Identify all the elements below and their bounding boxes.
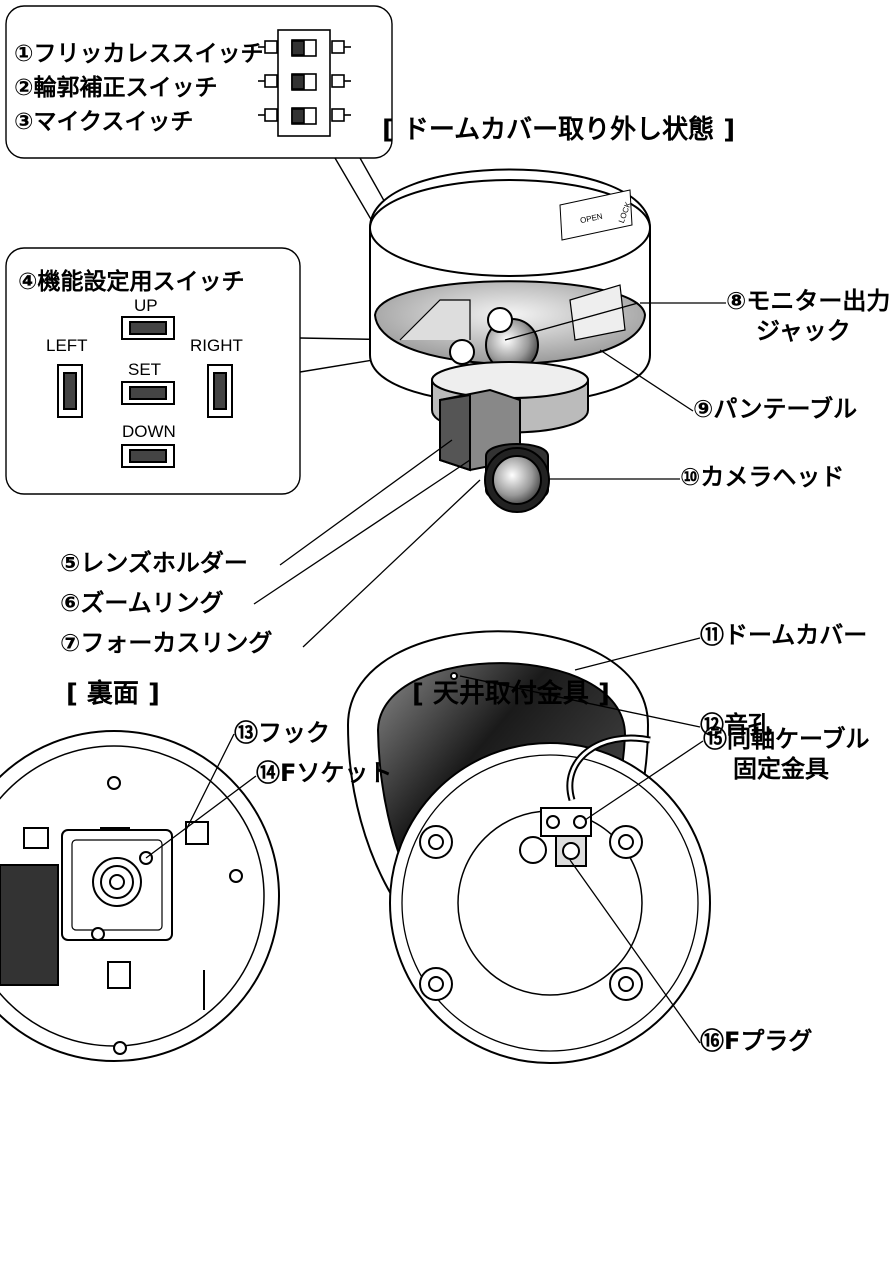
heading-dome-removed: [ ドームカバー取り外し状態 ]: [382, 115, 736, 145]
callout-zoom-ring: ⑥ズームリング: [60, 589, 224, 617]
function-switch-down-label: DOWN: [122, 422, 176, 441]
callout-pan-table: ⑨パンテーブル: [693, 395, 858, 423]
heading-back: [ 裏面 ]: [66, 679, 160, 709]
callout-lens-holder: ⑤レンズホルダー: [60, 549, 248, 577]
leader-lines-upper: [253, 302, 726, 648]
function-switch-left-label: LEFT: [46, 336, 88, 355]
ceiling-bracket: [389, 734, 711, 1064]
function-switch-up-label: UP: [134, 296, 158, 315]
callout-focus-ring: ⑦フォーカスリング: [60, 629, 273, 657]
function-switch-right-label: RIGHT: [190, 336, 243, 355]
camera-housing: [369, 168, 651, 513]
heading-ceiling-bracket: [ 天井取付金具 ]: [412, 679, 610, 709]
dip-switch-label-2: ②輪郭補正スイッチ: [14, 75, 218, 101]
dip-switch-diagram: [258, 29, 351, 137]
function-switch-set-label: SET: [128, 360, 162, 379]
callout-monitor-output: ⑧モニター出力: [726, 287, 891, 315]
callout-coax-bracket-2: 固定金具: [733, 755, 829, 783]
callout-hook: ⑬フック: [234, 719, 330, 747]
callout-camera-head: ⑩カメラヘッド: [680, 463, 845, 491]
callout-dome-cover: ⑪ドームカバー: [700, 621, 868, 649]
back-view: [0, 730, 280, 1062]
callout-f-socket: ⑭Fソケット: [256, 759, 393, 787]
callout-monitor-output-jack: ジャック: [756, 317, 851, 345]
dip-switch-label-1: ①フリッカレススイッチ: [14, 41, 264, 67]
function-switch-title: ④機能設定用スイッチ: [18, 269, 245, 295]
callout-f-plug: ⑯Fプラグ: [700, 1027, 813, 1055]
dip-switch-label-3: ③マイクスイッチ: [14, 109, 194, 135]
callout-coax-bracket: ⑮同軸ケーブル: [703, 725, 870, 753]
function-switch-diagram: [57, 316, 233, 468]
callout-sound-hole: ⑫音孔: [700, 711, 772, 739]
